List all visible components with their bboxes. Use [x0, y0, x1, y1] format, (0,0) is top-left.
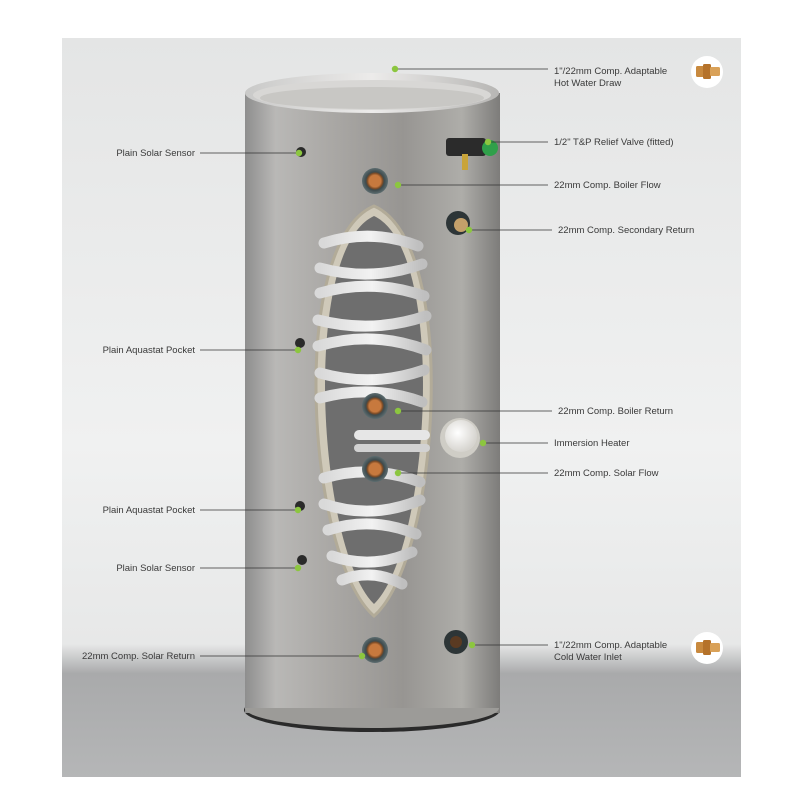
label-plain-aquastat-pocket-upper: Plain Aquastat Pocket: [102, 345, 195, 356]
label-plain-aquastat-pocket-lower: Plain Aquastat Pocket: [102, 505, 195, 516]
label-line: 1"/22mm Comp. Adaptable: [554, 66, 668, 77]
label-solar-return: 22mm Comp. Solar Return: [82, 651, 195, 662]
label-line: Cold Water Inlet: [554, 652, 622, 663]
cylinder-illustration: [62, 38, 741, 777]
label-line: 1"/22mm Comp. Adaptable: [554, 640, 668, 651]
label-plain-solar-sensor-top: Plain Solar Sensor: [116, 148, 195, 159]
label-hot-water-draw: 1"/22mm Comp. Adaptable Hot Water Draw: [554, 66, 667, 90]
label-secondary-return: 22mm Comp. Secondary Return: [558, 225, 695, 236]
label-cold-water-inlet: 1"/22mm Comp. Adaptable Cold Water Inlet: [554, 640, 667, 664]
label-solar-flow: 22mm Comp. Solar Flow: [554, 468, 659, 479]
label-boiler-flow: 22mm Comp. Boiler Flow: [554, 180, 661, 191]
brass-fitting-icon: [691, 632, 723, 664]
label-line: Hot Water Draw: [554, 78, 622, 89]
label-plain-solar-sensor-bottom: Plain Solar Sensor: [116, 563, 195, 574]
label-boiler-return: 22mm Comp. Boiler Return: [558, 406, 674, 417]
label-tp-relief-valve: 1/2" T&P Relief Valve (fitted): [554, 137, 674, 148]
brass-fitting-icon: [691, 56, 723, 88]
product-scene: 1"/22mm Comp. Adaptable Hot Water Draw 1…: [62, 38, 741, 777]
label-immersion-heater: Immersion Heater: [554, 438, 630, 449]
